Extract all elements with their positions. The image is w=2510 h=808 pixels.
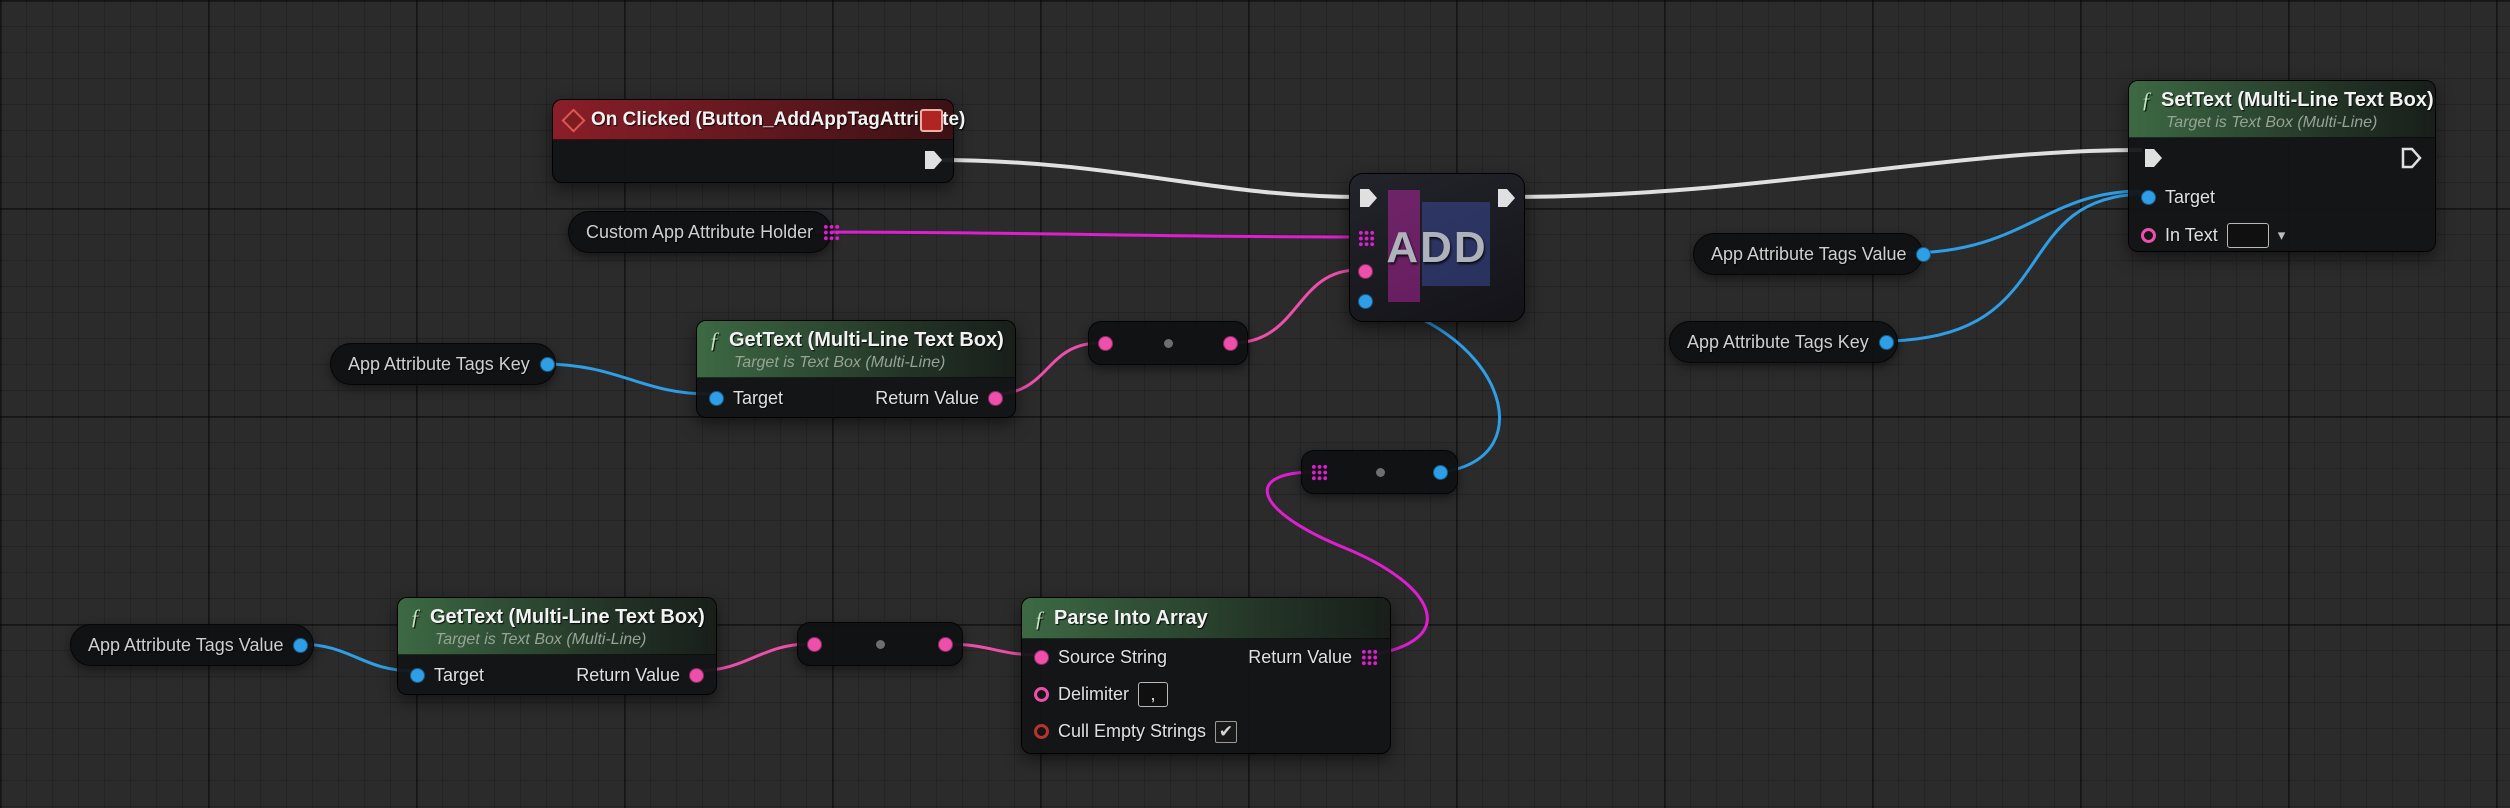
pin-label-return: Return Value [576, 665, 680, 686]
exec-in-pin[interactable] [1356, 186, 1380, 210]
delimiter-input-pin[interactable] [1034, 687, 1049, 702]
node-add-collapsed-graph[interactable]: ADD [1349, 173, 1525, 322]
wire-conv-to-add-pink[interactable] [1232, 270, 1358, 343]
target-input-pin[interactable] [410, 668, 425, 683]
node-gettext-bottom[interactable]: ƒ GetText (Multi-Line Text Box) Target i… [397, 597, 717, 695]
conversion-node-top[interactable] [1088, 321, 1248, 365]
conversion-node-middle[interactable] [1301, 450, 1458, 494]
node-subtitle: Target is Text Box (Multi-Line) [435, 631, 704, 649]
wire-tagskey-to-gettext-target[interactable] [542, 364, 710, 394]
cull-empty-strings-input-pin[interactable] [1034, 724, 1049, 739]
function-icon: ƒ [1034, 606, 1045, 632]
var-label: App Attribute Tags Value [1711, 244, 1906, 265]
var-label: App Attribute Tags Key [348, 354, 530, 375]
in-text-value-field[interactable] [2227, 223, 2269, 248]
exec-out-pin[interactable] [2399, 146, 2423, 170]
delegate-pin[interactable] [920, 109, 943, 132]
pin-label-target: Target [434, 665, 484, 686]
wire-exec-add-to-settext[interactable] [1505, 150, 2142, 197]
var-app-attribute-tags-value-right[interactable]: App Attribute Tags Value [1693, 233, 1923, 275]
node-settext[interactable]: ƒ SetText (Multi-Line Text Box) Target i… [2128, 80, 2436, 252]
function-icon: ƒ [709, 327, 720, 353]
pin-label-source-string: Source String [1058, 647, 1167, 668]
checkbox-checked-icon: ✔ [1219, 722, 1233, 742]
conversion-dot-icon [876, 640, 885, 649]
var-custom-app-attribute-holder[interactable]: Custom App Attribute Holder [568, 211, 832, 253]
wire-convmid-to-add-blue[interactable] [1360, 300, 1500, 472]
exec-out-pin[interactable] [921, 148, 945, 172]
node-title: GetText (Multi-Line Text Box) [430, 606, 705, 629]
object-output-pin[interactable] [1879, 335, 1894, 350]
object-input-pin[interactable] [1358, 294, 1373, 309]
node-title: GetText (Multi-Line Text Box) [729, 329, 1004, 352]
conv-input-pin[interactable] [807, 637, 822, 652]
function-icon: ƒ [2141, 87, 2152, 113]
pin-label-in-text: In Text [2165, 225, 2218, 246]
chevron-down-icon[interactable]: ▾ [2278, 226, 2286, 244]
node-title: SetText (Multi-Line Text Box) [2161, 89, 2434, 112]
wire-tagskey-right-to-settext[interactable] [1882, 194, 2142, 341]
conversion-node-bottom[interactable] [797, 622, 963, 666]
var-label: App Attribute Tags Value [88, 635, 283, 656]
pin-label-return: Return Value [1248, 647, 1352, 668]
node-subtitle: Target is Text Box (Multi-Line) [2166, 114, 2423, 132]
node-subtitle: Target is Text Box (Multi-Line) [734, 354, 1003, 372]
target-input-pin[interactable] [2141, 190, 2156, 205]
text-input-pin[interactable] [1358, 264, 1373, 279]
object-output-pin[interactable] [1916, 247, 1931, 262]
conv-array-input-pin[interactable] [1311, 464, 1328, 481]
conversion-dot-icon [1164, 339, 1173, 348]
array-input-pin[interactable] [1358, 230, 1375, 247]
node-title: ADD [1350, 223, 1524, 273]
source-string-input-pin[interactable] [1034, 650, 1049, 665]
var-app-attribute-tags-value-bottom[interactable]: App Attribute Tags Value [70, 624, 314, 666]
var-app-attribute-tags-key[interactable]: App Attribute Tags Key [330, 343, 556, 385]
return-array-output-pin[interactable] [1361, 649, 1378, 666]
array-output-pin[interactable] [823, 224, 840, 241]
conversion-dot-icon [1376, 468, 1385, 477]
pin-label-return: Return Value [875, 388, 979, 409]
return-output-pin[interactable] [689, 668, 704, 683]
function-icon: ƒ [410, 604, 421, 630]
return-output-pin[interactable] [988, 391, 1003, 406]
node-on-clicked[interactable]: On Clicked (Button_AddAppTagAttribute) [552, 99, 954, 183]
wire-exec-onclicked-to-add[interactable] [934, 160, 1362, 197]
exec-in-pin[interactable] [2141, 146, 2165, 170]
cull-empty-strings-checkbox[interactable]: ✔ [1215, 721, 1237, 743]
pin-label-delimiter: Delimiter [1058, 684, 1129, 705]
var-app-attribute-tags-key-right[interactable]: App Attribute Tags Key [1669, 321, 1898, 363]
node-gettext-top[interactable]: ƒ GetText (Multi-Line Text Box) Target i… [696, 320, 1016, 418]
node-title: On Clicked (Button_AddAppTagAttribute) [591, 109, 965, 131]
var-label: App Attribute Tags Key [1687, 332, 1869, 353]
exec-out-pin[interactable] [1494, 186, 1518, 210]
delimiter-value-field[interactable]: , [1138, 682, 1168, 707]
event-diamond-icon [561, 108, 585, 132]
conv-input-pin[interactable] [1098, 336, 1113, 351]
wire-holder-to-add[interactable] [816, 232, 1360, 237]
in-text-input-pin[interactable] [2141, 228, 2156, 243]
object-output-pin[interactable] [540, 357, 555, 372]
conv-output-pin[interactable] [1433, 465, 1448, 480]
node-parse-into-array[interactable]: ƒ Parse Into Array Source String Return … [1021, 597, 1391, 754]
var-label: Custom App Attribute Holder [586, 222, 813, 243]
target-input-pin[interactable] [709, 391, 724, 406]
pin-label-target: Target [733, 388, 783, 409]
conv-output-pin[interactable] [938, 637, 953, 652]
conv-output-pin[interactable] [1223, 336, 1238, 351]
pin-label-target: Target [2165, 187, 2215, 208]
node-title: Parse Into Array [1054, 607, 1208, 630]
object-output-pin[interactable] [293, 638, 308, 653]
pin-label-cull-empty-strings: Cull Empty Strings [1058, 721, 1206, 742]
